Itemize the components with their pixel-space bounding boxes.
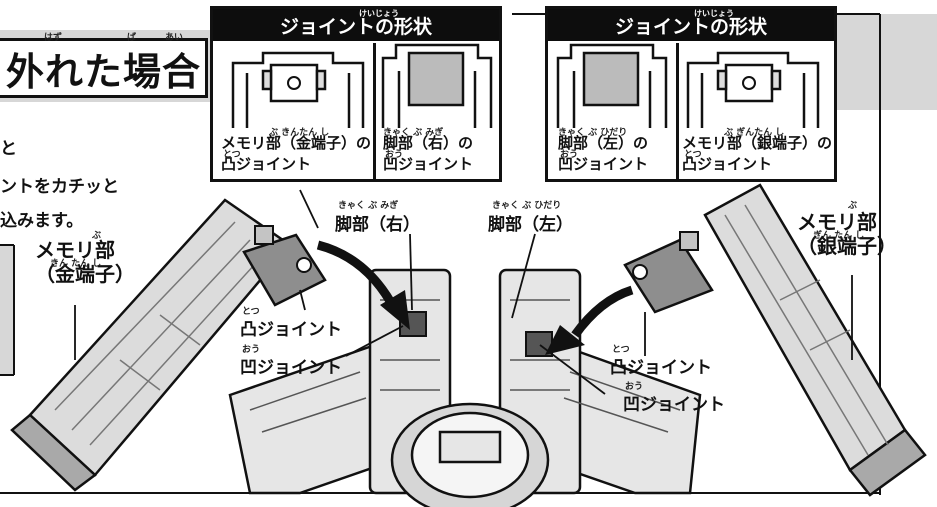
label-memory-gold-ruby1: ぶ (92, 231, 102, 241)
label-convex-right: 凸ジョイント (610, 358, 712, 378)
insert-arrow-right (571, 285, 634, 338)
label-leg-left: 脚部（左） (488, 215, 573, 235)
joint-shape-divider-left (373, 43, 376, 179)
joint-shape-title-right: ジョイントの形状 (548, 9, 834, 41)
cell-right-ruby-right: ぶ ぎんたん し (724, 128, 785, 138)
label-convex-left: 凸ジョイント (240, 320, 342, 340)
memory-part-silver (623, 183, 927, 497)
label-concave-left: 凹ジョイント (240, 358, 342, 378)
cell-left-ruby-right: きゃく ぶ ひだり (558, 128, 628, 138)
label-concave-right-ruby: おう (625, 382, 644, 392)
label-leg-right-ruby: きゃく ぶ みぎ (338, 201, 399, 211)
insert-arrow-right-head (545, 325, 585, 355)
cell-right-ruby2-left: おう (385, 150, 404, 160)
label-leg-left-ruby: きゃく ぶ ひだり (492, 201, 562, 211)
background-panel-right (836, 14, 937, 110)
insert-arrow-left-head (380, 290, 410, 330)
background-panel-left-strip (0, 245, 14, 375)
joint-shape-divider-right (676, 43, 679, 179)
caption-leg-right-concave: 脚部（右）の 凹ジョイント (383, 134, 474, 173)
body-line-2: ントをカチッと (0, 177, 119, 197)
body-line-3: 込みます。 (0, 211, 84, 231)
label-memory-silver-ruby1: ぶ (848, 201, 858, 211)
joint-shape-drawing-right (556, 43, 820, 128)
label-concave-left-ruby: おう (242, 345, 261, 355)
joint-shape-drawing-left (231, 43, 493, 128)
cell-left-ruby-left: ぶ きんたん し (269, 128, 330, 138)
heading-text: 外れた場合 (6, 49, 202, 94)
caption-memory-silver-convex: メモリ部（銀端子）の 凸ジョイント (682, 134, 833, 173)
label-memory-silver: メモリ部 （銀端子） (797, 210, 897, 258)
label-memory-gold-ruby2: きん たん し (50, 259, 102, 269)
label-convex-right-ruby: とつ (612, 345, 630, 355)
cell-right-ruby2-right: とつ (684, 150, 702, 160)
memory-part-gold (10, 198, 327, 492)
heading-ruby-1: はず (44, 33, 63, 43)
device-body (228, 268, 702, 507)
joint-shape-box-right: ジョイントの形状 けいじょう きゃく ぶ ひだり 脚部（左）の 凹ジョイント お… (545, 6, 837, 182)
cell-right-ruby-left: きゃく ぶ みぎ (383, 128, 444, 138)
label-convex-left-ruby: とつ (242, 307, 260, 317)
body-line-1: と (0, 139, 17, 159)
joint-shape-title-ruby-left: けいじょう (359, 9, 399, 18)
label-memory-silver-ruby2: ぎん たん し (813, 231, 865, 241)
caption-memory-gold-convex: メモリ部（金端子）の 凸ジョイント (221, 134, 372, 173)
heading-ruby-3: あい (165, 33, 184, 43)
section-heading: 外れた場合 (0, 38, 208, 98)
caption-leg-left-concave: 脚部（左）の 凹ジョイント (558, 134, 649, 173)
joint-shape-title-ruby-right: けいじょう (694, 9, 734, 18)
joint-shape-box-left: ジョイントの形状 けいじょう ぶ きんたん し メモリ部（金端子）の 凸ジョイン… (210, 6, 502, 182)
joint-shape-title-left: ジョイントの形状 (213, 9, 499, 41)
label-concave-right: 凹ジョイント (623, 395, 725, 415)
label-memory-gold: メモリ部 （金端子） (35, 238, 135, 286)
cell-left-ruby2-right: おう (560, 150, 579, 160)
leader-lines (74, 189, 853, 395)
insert-arrow-left (316, 240, 399, 313)
cell-left-ruby2-left: とつ (223, 150, 241, 160)
heading-ruby-2: ば (127, 33, 137, 43)
label-leg-right: 脚部（右） (335, 215, 420, 235)
